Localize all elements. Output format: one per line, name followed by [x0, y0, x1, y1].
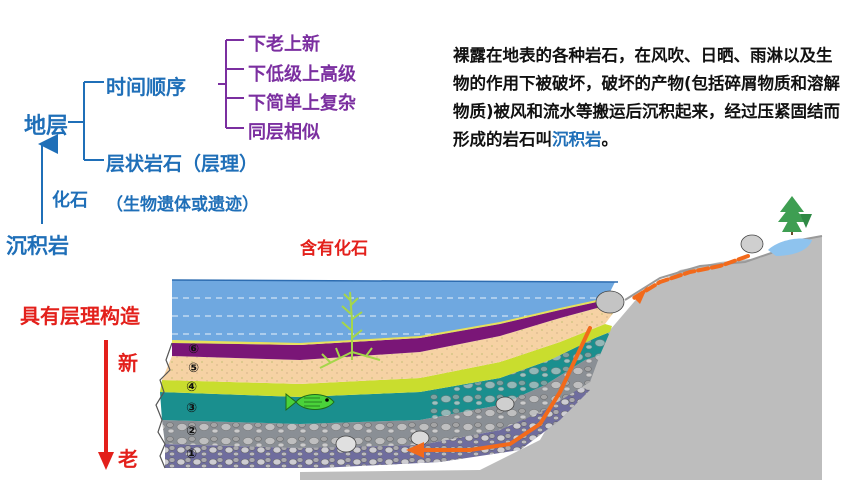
time-order-item-4: 同层相似 [248, 122, 320, 143]
transport-arrow-head-1 [634, 286, 648, 304]
sea-water [172, 280, 615, 345]
layer-number-1: ① [186, 447, 198, 462]
older-label: 老 [118, 447, 138, 471]
definition-end: 。 [601, 130, 619, 149]
definition-highlight: 沉积岩 [552, 130, 602, 149]
layer-number-3: ③ [186, 401, 198, 416]
bedding-structure-label: 具有层理构造 [20, 304, 140, 328]
layer-4 [160, 324, 612, 397]
tree-icon [778, 196, 812, 235]
fossil-contained-label: 含有化石 [300, 239, 368, 259]
layer-number-5: ⑤ [188, 361, 200, 376]
sedimentary-rock-label: 沉积岩 [6, 234, 69, 258]
time-order-item-2: 下低级上高级 [248, 64, 356, 85]
concept-map-brackets [68, 39, 244, 161]
fossil-note: （生物遗体或遗迹） [106, 195, 259, 215]
transport-arrow-head-2 [406, 442, 424, 458]
time-order-item-1: 下老上新 [248, 34, 320, 55]
younger-label: 新 [118, 351, 138, 375]
hilltop-pond [768, 238, 812, 256]
definition-text: 裸露在地表的各种岩石，在风吹、日晒、雨淋以及生物的作用下被破坏，破坏的产物(包括… [453, 46, 841, 149]
transport-arrows [418, 254, 750, 452]
fossil-label: 化石 [52, 190, 88, 211]
plant-fossil-icon [319, 291, 381, 369]
time-order-item-3: 下简单上复杂 [248, 93, 356, 114]
bedrock-slope [300, 236, 822, 480]
definition-paragraph: 裸露在地表的各种岩石，在风吹、日晒、雨淋以及生物的作用下被破坏，破坏的产物(包括… [453, 42, 843, 154]
layer-number-6: ⑥ [188, 342, 200, 357]
fish-fossil-icon [285, 392, 335, 412]
layered-rock-label: 层状岩石（层理） [106, 153, 259, 175]
layer-6 [172, 300, 608, 360]
layer-number-4: ④ [186, 380, 198, 395]
layer-number-2: ② [186, 424, 198, 439]
time-order-label: 时间顺序 [106, 75, 186, 99]
